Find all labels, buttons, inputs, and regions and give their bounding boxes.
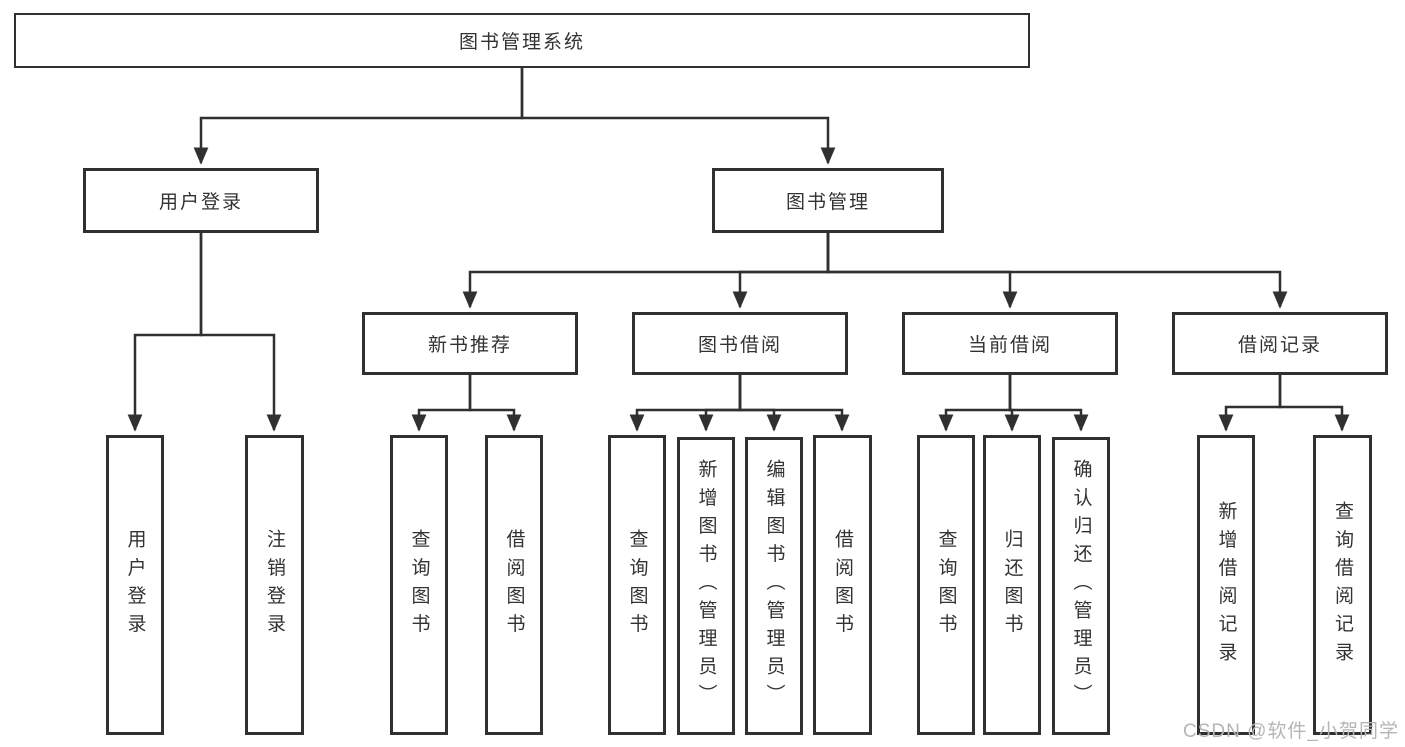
- leaf-confirm-return-admin: 确认归还（管理员）: [1052, 437, 1110, 735]
- leaf-confirm-return-admin-label: 确认归还（管理员）: [1070, 459, 1092, 713]
- node-book-borrowing-label: 图书借阅: [697, 335, 782, 356]
- leaf-edit-book-admin-label: 编辑图书（管理员）: [763, 459, 785, 713]
- node-new-book-recommendation: 新书推荐: [362, 312, 578, 375]
- leaf-borrow-books-borrow: 借阅图书: [813, 435, 872, 735]
- node-library-management-system: 图书管理系统: [14, 13, 1030, 68]
- node-book-borrowing: 图书借阅: [632, 312, 848, 375]
- leaf-query-borrow-record: 查询借阅记录: [1313, 435, 1372, 735]
- leaf-user-login-label: 用户登录: [124, 528, 146, 642]
- watermark-text: CSDN @软件_小贺同学: [1183, 721, 1399, 742]
- leaf-add-borrow-record-label: 新增借阅记录: [1215, 500, 1237, 670]
- leaf-query-borrow-record-label: 查询借阅记录: [1332, 500, 1353, 670]
- node-new-book-recommendation-label: 新书推荐: [427, 335, 512, 356]
- leaf-edit-book-admin: 编辑图书（管理员）: [745, 437, 803, 735]
- node-user-login-label: 用户登录: [158, 192, 243, 213]
- leaf-user-login: 用户登录: [106, 435, 164, 735]
- leaf-add-borrow-record: 新增借阅记录: [1197, 435, 1255, 735]
- node-current-borrowing-label: 当前借阅: [967, 335, 1052, 356]
- node-borrowing-records-label: 借阅记录: [1237, 335, 1322, 356]
- node-borrowing-records: 借阅记录: [1172, 312, 1388, 375]
- node-book-management: 图书管理: [712, 168, 944, 233]
- leaf-add-book-admin-label: 新增图书（管理员）: [695, 459, 717, 713]
- leaf-borrow-books-borrow-label: 借阅图书: [832, 528, 853, 642]
- leaf-query-books-newrec: 查询图书: [390, 435, 448, 735]
- leaf-borrow-books-newrec: 借阅图书: [485, 435, 543, 735]
- leaf-return-books-label: 归还图书: [1001, 528, 1023, 642]
- leaf-query-books-current-label: 查询图书: [935, 528, 957, 642]
- node-library-management-system-label: 图书管理系统: [458, 32, 585, 53]
- leaf-add-book-admin: 新增图书（管理员）: [677, 437, 735, 735]
- leaf-logout-login: 注销登录: [245, 435, 304, 735]
- leaf-logout-login-label: 注销登录: [264, 528, 285, 642]
- node-user-login: 用户登录: [83, 168, 319, 233]
- leaf-query-books-borrow-label: 查询图书: [626, 528, 648, 642]
- node-current-borrowing: 当前借阅: [902, 312, 1118, 375]
- node-book-management-label: 图书管理: [785, 192, 870, 213]
- leaf-query-books-newrec-label: 查询图书: [408, 528, 430, 642]
- leaf-return-books: 归还图书: [983, 435, 1041, 735]
- leaf-borrow-books-newrec-label: 借阅图书: [503, 528, 525, 642]
- leaf-query-books-current: 查询图书: [917, 435, 975, 735]
- leaf-query-books-borrow: 查询图书: [608, 435, 666, 735]
